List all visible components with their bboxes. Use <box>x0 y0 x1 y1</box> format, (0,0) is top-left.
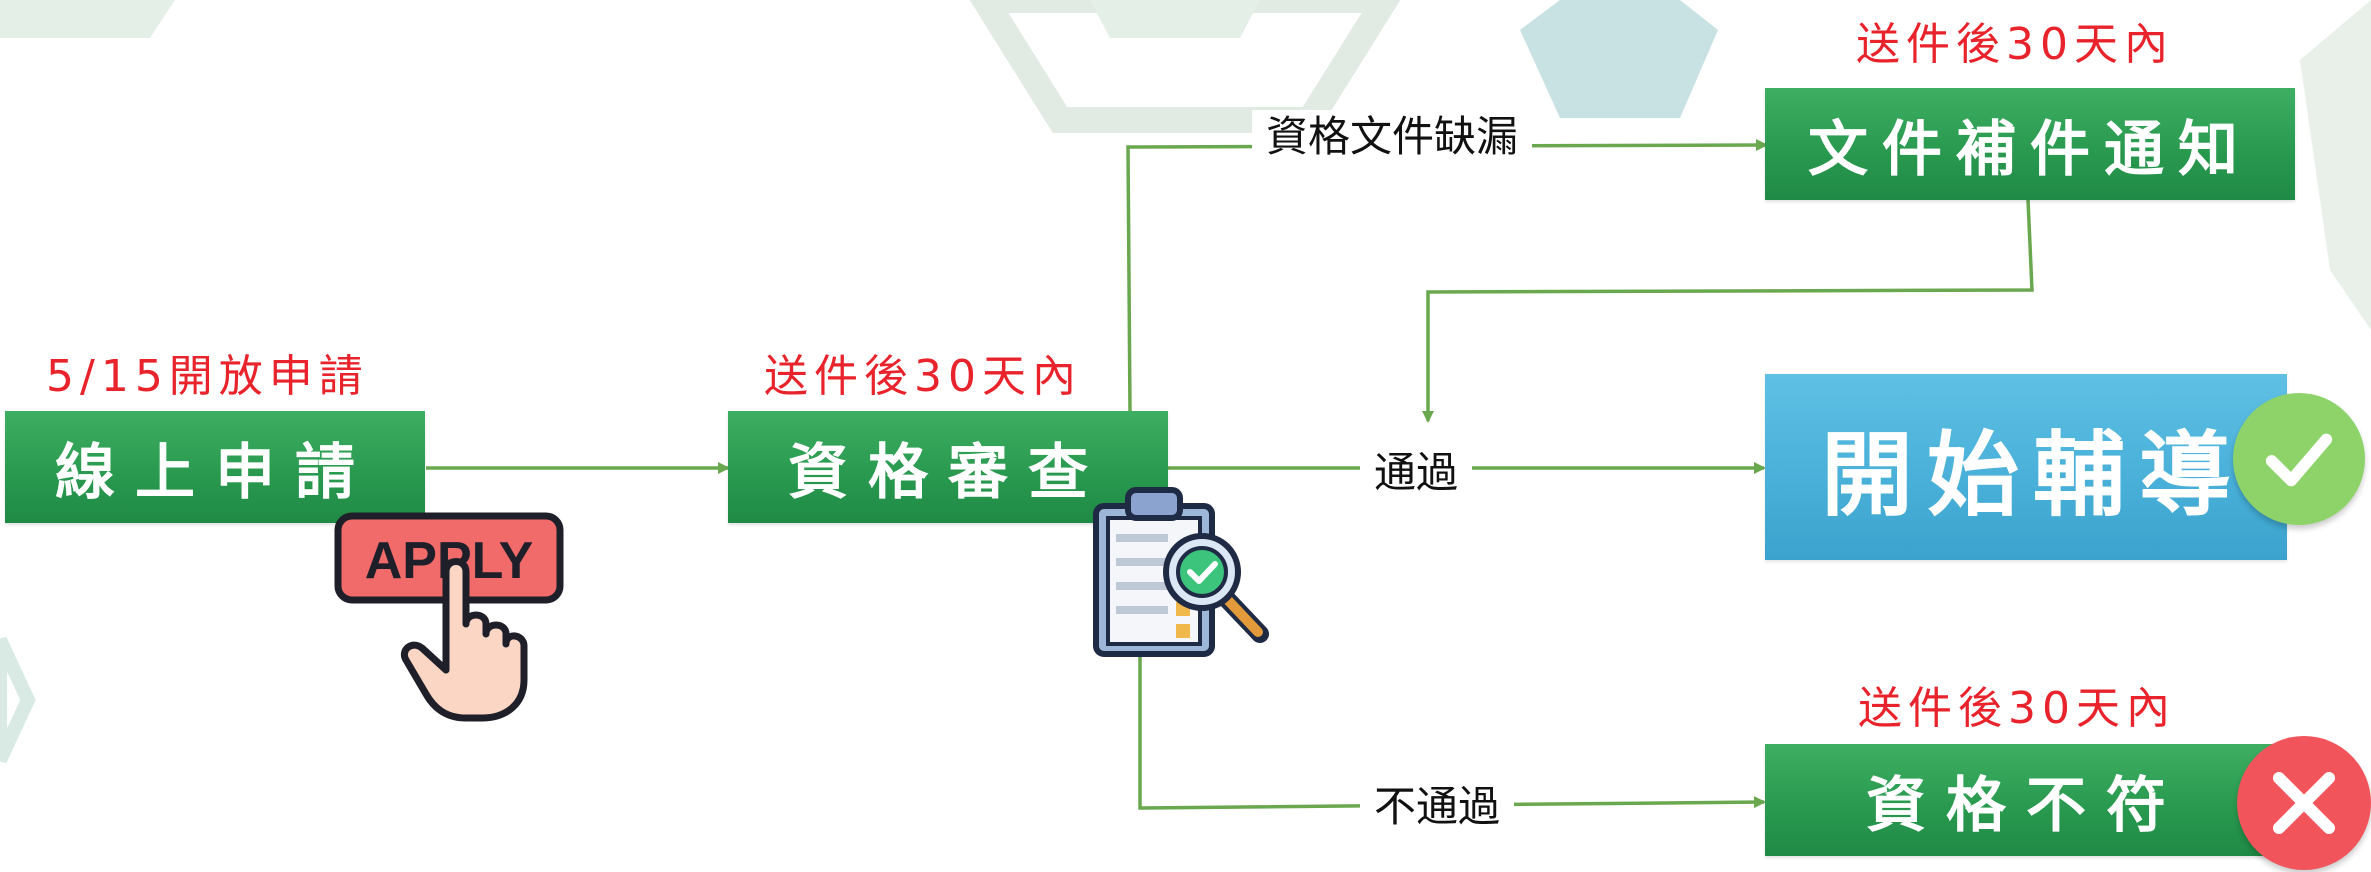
node-not-qualified: 資格不符 <box>1765 744 2287 856</box>
hexagon-decor <box>0 0 175 38</box>
cross-badge-icon <box>2237 736 2371 870</box>
edge-label-missing-docs: 資格文件缺漏 <box>1252 110 1533 164</box>
reject-deadline-note: 送件後30天內 <box>1858 683 2176 734</box>
node-qualification-review: 資格審查 <box>728 411 1168 523</box>
edge-label-fail: 不通過 <box>1360 780 1515 834</box>
arrow-supplement-return <box>1422 199 2034 423</box>
edge-label-pass: 通過 <box>1360 446 1473 500</box>
supplement-deadline-note: 送件後30天內 <box>1856 19 2174 70</box>
arrow-review-to-reject <box>1138 655 1766 810</box>
hexagon-decor <box>1520 0 1718 118</box>
node-online-apply: 線上申請 <box>5 411 425 523</box>
apply-button-hand-icon: APPLY <box>334 512 564 722</box>
check-badge-icon <box>2233 393 2365 525</box>
node-start-coaching: 開始輔導 <box>1765 374 2287 560</box>
arrow-review-to-supplement <box>1126 139 1768 413</box>
node-supplement-notice: 文件補件通知 <box>1765 88 2295 200</box>
review-deadline-note: 送件後30天內 <box>764 351 1082 402</box>
hexagon-decor <box>1090 0 1260 38</box>
hexagon-decor <box>2300 0 2371 330</box>
clipboard-magnifier-check-icon <box>1093 487 1269 657</box>
apply-open-date-note: 5/15開放申請 <box>46 351 369 402</box>
hexagon-decor <box>0 637 36 763</box>
